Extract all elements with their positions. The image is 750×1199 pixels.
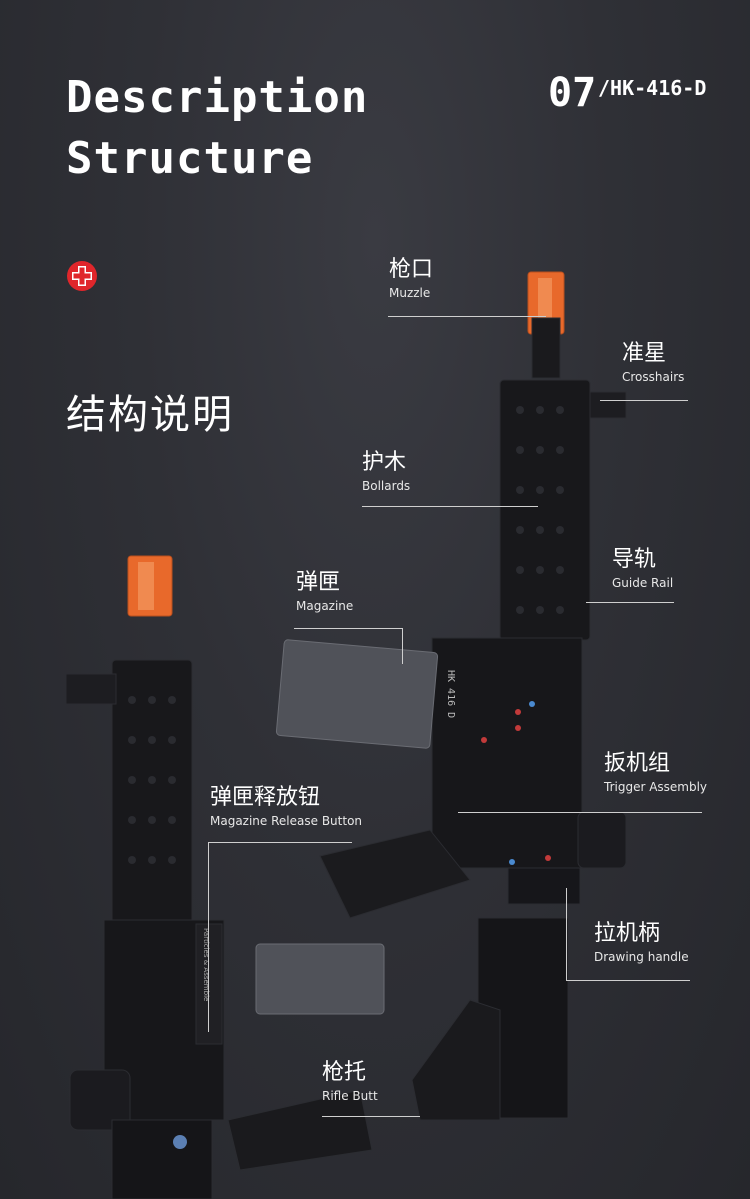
handle-en: Drawing handle [594,950,689,965]
label-butt: 枪托 Rifle Butt [322,1060,378,1104]
label-guide-rail: 导轨 Guide Rail [612,547,674,591]
magazine-zh: 弹匣 [296,570,341,595]
bollards-zh: 护木 [362,450,407,475]
model-code: /HK-416-D [598,76,707,100]
label-magazine: 弹匣 Magazine [296,570,354,614]
label-release: 弹匣释放钮 Magazine Release Button [210,785,363,829]
handle-line-v [566,888,567,980]
crosshairs-en: Crosshairs [622,370,685,385]
trigger-zh: 扳机组 [604,751,671,776]
bollards-en: Bollards [362,479,411,494]
label-handle: 拉机柄 Drawing handle [594,921,689,965]
magazine-en: Magazine [296,599,354,614]
label-bollards: 护木 Bollards [362,450,411,494]
bollards-line [362,506,538,507]
muzzle-line [388,316,546,317]
sticker-marking: Particles & Assemble [202,928,210,1001]
magazine-line-v [402,628,403,664]
label-trigger: 扳机组 Trigger Assembly [604,751,708,795]
red-cross-icon [67,261,97,291]
trigger-en: Trigger Assembly [604,780,708,795]
receiver-marking: HK 416 D [445,670,456,718]
right-rifle [275,271,627,1121]
trigger-line [458,812,702,813]
title-line-2: Structure [66,133,314,184]
handle-line [566,980,690,981]
section-title: 结构说明 [66,392,234,438]
butt-zh: 枪托 [322,1060,367,1085]
muzzle-en: Muzzle [389,286,431,301]
page-number: 07 [548,70,597,116]
release-line-v [208,842,209,1032]
release-line [208,842,352,843]
butt-line [322,1116,420,1117]
left-rifle [65,555,385,1199]
muzzle-zh: 枪口 [389,257,434,282]
guide-rail-zh: 导轨 [612,547,657,572]
magazine-line [294,628,402,629]
release-zh: 弹匣释放钮 [210,785,321,810]
crosshairs-zh: 准星 [622,341,667,366]
handle-zh: 拉机柄 [594,921,661,946]
label-muzzle: 枪口 Muzzle [389,257,434,301]
label-crosshairs: 准星 Crosshairs [622,341,685,385]
crosshairs-line [600,400,688,401]
release-en: Magazine Release Button [210,814,363,829]
guide-rail-line [586,602,674,603]
guide-rail-en: Guide Rail [612,576,674,591]
title-line-1: Description [66,72,369,123]
butt-en: Rifle Butt [322,1089,378,1104]
